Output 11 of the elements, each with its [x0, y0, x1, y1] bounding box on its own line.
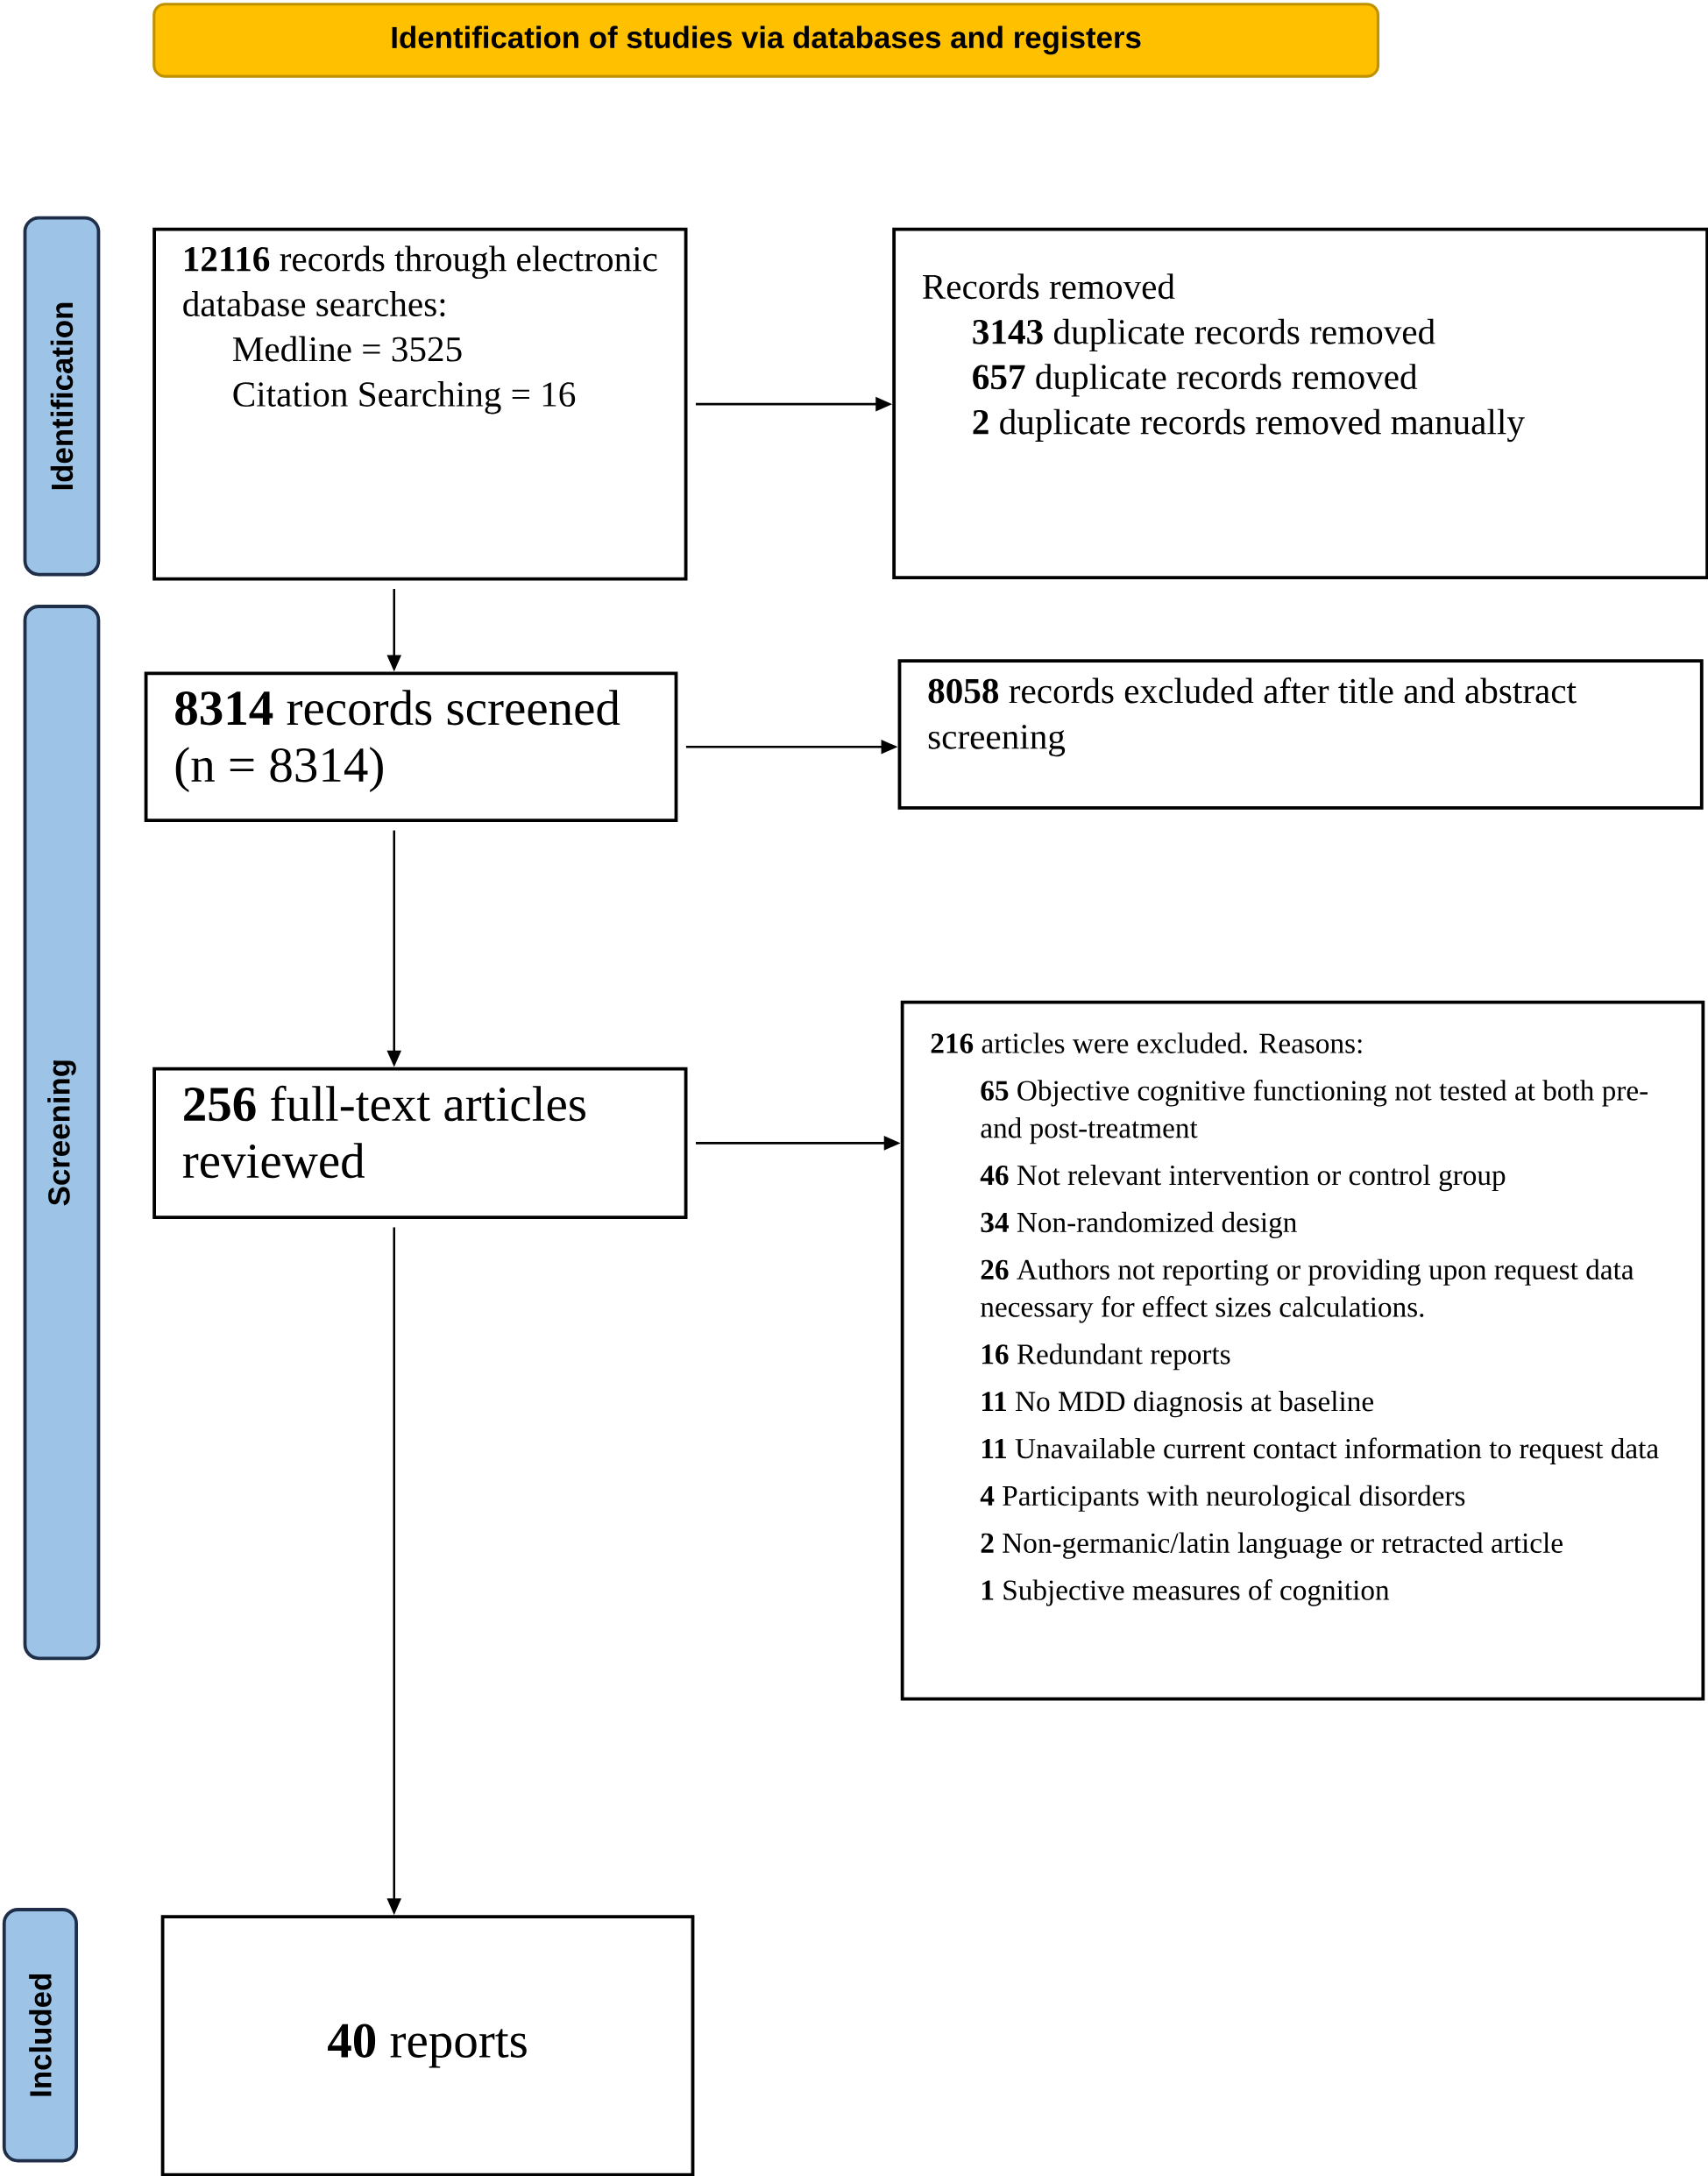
section-banner: Identification of studies via databases and registers	[152, 3, 1379, 78]
process-box: 40 reports	[160, 1915, 695, 2176]
process-box: 216 articles were excluded. Reasons: 65 Objective cognitive functioning not tested at both pre- and post-treatment 46 Not relevant intervention or control group 34 Non-randomized design 26 Authors not reporting or providing upon request data necessary for effect sizes calculations. 16 Redundant reports 11 No MDD diagnosis at baseline 11 Unavailable current contact information to request data 4 Participants with neurological disorders 2 Non-germanic/latin language or retracted article 1 Subjective measures of cognition	[900, 1000, 1705, 1701]
phase-band: Identification	[23, 216, 101, 577]
process-box: 256 full-text articles reviewed	[152, 1067, 688, 1219]
process-box: 8058 records excluded after title and abstract screening	[897, 659, 1704, 810]
process-box: Records removed 3143 duplicate records removed 657 duplicate records removed 2 duplicate records removed manually	[892, 227, 1708, 579]
process-box: 8314 records screened (n = 8314)	[144, 671, 678, 823]
process-box: 12116 records through electronic database searches: Medline = 3525 Citation Searching = 16	[152, 227, 688, 581]
phase-band: Screening	[23, 605, 101, 1661]
phase-band: Included	[2, 1908, 78, 2163]
